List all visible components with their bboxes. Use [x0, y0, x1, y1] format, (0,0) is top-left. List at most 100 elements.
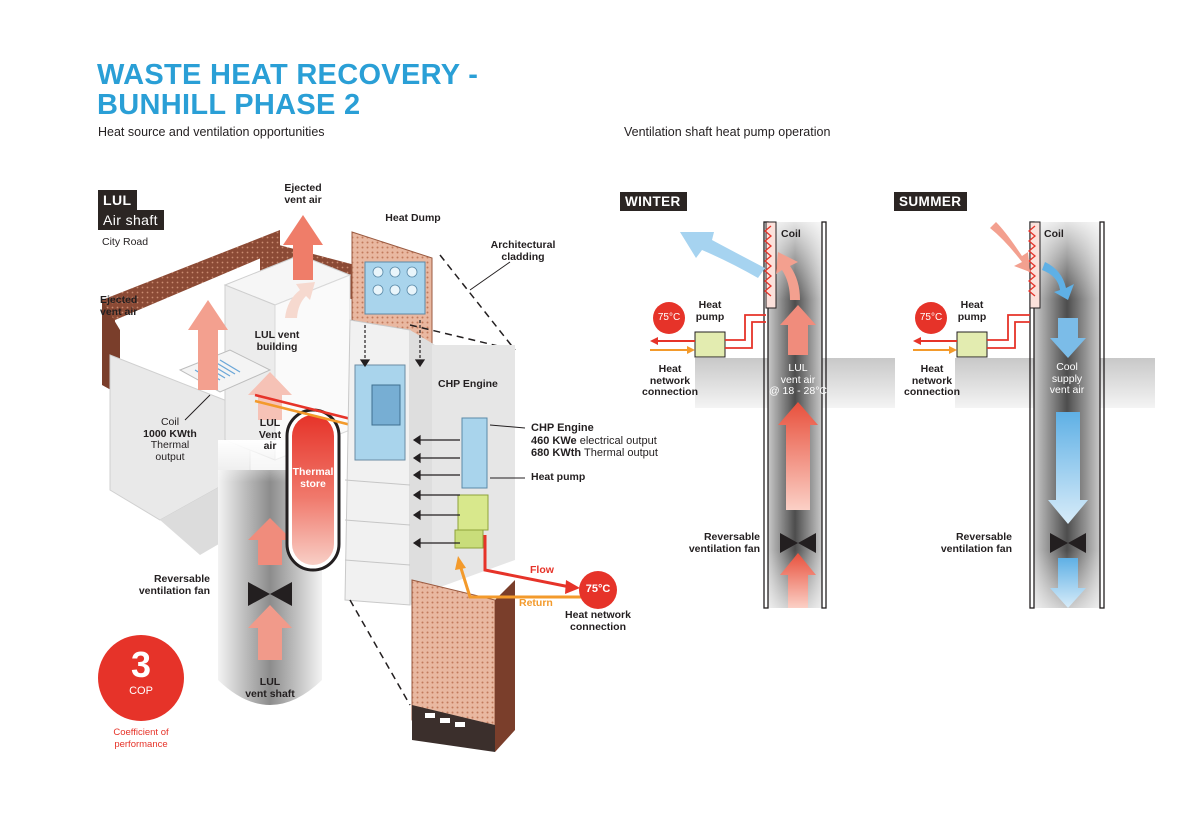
chp-engine-label: CHP Engine	[438, 378, 498, 390]
summer-heat-pump-label: Heat pump	[952, 299, 992, 323]
plant-base-side	[495, 580, 515, 752]
cop-caption: Coefficient of performance	[101, 727, 181, 750]
flow-pipe	[483, 535, 571, 589]
title-line-1: WASTE HEAT RECOVERY -	[97, 59, 479, 91]
winter-hp-line1: Heat	[698, 299, 722, 311]
lul-tag: LUL	[98, 190, 138, 210]
cop-label: COP	[129, 685, 153, 697]
flow-arrowhead	[565, 580, 580, 594]
winter-fan-icon	[780, 533, 816, 553]
summer-red-pipe	[987, 314, 1030, 341]
vent-building-line1: LUL vent	[254, 329, 300, 341]
summer-intake-red	[990, 222, 1030, 272]
ejected-arrow-left	[188, 300, 228, 390]
winter-red-pipe	[725, 314, 766, 341]
cop-caption-line2: performance	[114, 738, 168, 750]
coil-output-value: 1000 KWth	[143, 427, 197, 440]
brick-wall-left	[102, 230, 280, 365]
summer-red-pipe2	[987, 321, 1030, 349]
shaft-arrows	[248, 372, 292, 660]
heat-pump-base	[454, 529, 484, 549]
winter-ejected-blue	[680, 232, 765, 278]
heat-network-connection-label: Heat network connection	[558, 609, 638, 633]
return-pipe	[458, 564, 583, 599]
thermal-store-line2: store	[300, 477, 326, 490]
summer-hp-line1: Heat	[960, 299, 984, 311]
winter-net-red-head	[650, 337, 658, 345]
summer-air-line1: Cool	[1056, 361, 1078, 373]
left-subtitle: Heat source and ventilation opportunitie…	[98, 125, 325, 139]
vent-air-line3: air	[263, 440, 277, 452]
cladding-line1: Architectural	[490, 239, 556, 251]
return-arrowhead	[455, 556, 466, 570]
ejected-arrow-top	[283, 215, 323, 280]
chp-spec-electric-text: electrical output	[579, 434, 657, 447]
return-label: Return	[519, 597, 553, 609]
winter-temp-badge	[653, 302, 685, 334]
winter-arrow-top	[780, 305, 816, 355]
summer-coil-label: Coil	[1044, 228, 1064, 240]
ejected-top-line2: vent air	[284, 193, 322, 206]
iso-scene	[98, 215, 617, 752]
summer-arrow-bottom	[1050, 558, 1086, 608]
network-temp-value: 75°C	[585, 583, 611, 595]
vent-building-line2: building	[256, 340, 298, 353]
leader-coil	[184, 394, 211, 421]
air-shaft-tag: Air shaft	[98, 210, 164, 230]
chp-engine-stack	[461, 417, 488, 489]
cop-circle	[98, 635, 184, 721]
summer-heat-pump	[956, 331, 988, 358]
ejected-vent-air-left-label: Ejected vent air	[100, 294, 137, 318]
summer-shaft-air-label: Cool supply vent air	[1037, 361, 1097, 397]
winter-heat-pump	[694, 331, 726, 358]
summer-air-line2: supply	[1051, 372, 1083, 385]
coil-output-line2: output	[155, 450, 185, 463]
cop-value: 3	[130, 644, 152, 685]
winter-panel	[650, 221, 895, 609]
lul-vent-building-label: LUL vent building	[247, 329, 307, 353]
winter-temp-value: 75°C	[657, 312, 681, 323]
winter-fan-line2: ventilation fan	[688, 542, 760, 555]
heat-dump-label: Heat Dump	[385, 212, 441, 224]
summer-arrow-top	[1050, 318, 1086, 358]
summer-cool-curve	[1042, 262, 1074, 300]
winter-net-line3: connection	[641, 386, 698, 398]
network-line1: Heat network	[565, 609, 631, 621]
summer-hp-line2: pump	[957, 310, 987, 323]
summer-net-line1: Heat	[920, 363, 944, 375]
winter-fan-label: Reversable ventilation fan	[660, 531, 760, 555]
summer-coil-zigzag	[1027, 225, 1037, 297]
chp-engine-box	[371, 384, 401, 426]
winter-net-line2: network	[649, 374, 691, 387]
vent-air-line2: Vent	[258, 428, 282, 441]
summer-temp-value: 75°C	[919, 312, 943, 323]
ejected-vent-air-top-label: Ejected vent air	[268, 182, 338, 206]
winter-shaft-up-curve	[776, 252, 800, 300]
leader-cladding	[469, 261, 511, 291]
summer-net-red-head	[913, 337, 921, 345]
fan-left-line2: ventilation fan	[138, 584, 210, 597]
winter-net-orange-head	[687, 346, 695, 354]
heat-dump-arrows	[359, 320, 460, 549]
right-subtitle: Ventilation shaft heat pump operation	[624, 125, 831, 139]
network-temp-badge	[579, 571, 617, 609]
summer-coil	[1029, 221, 1041, 309]
vent-shaft-line1: LUL	[259, 676, 281, 688]
chp-spec-label: CHP Engine 460 KWe electrical output 680…	[531, 422, 658, 460]
summer-air-line3: vent air	[1049, 384, 1085, 396]
winter-fan-line1: Reversable	[703, 531, 760, 543]
vent-air-line1: LUL	[259, 417, 281, 429]
winter-air-line3: @ 18 - 28°C	[768, 385, 828, 397]
summer-fan-line2: ventilation fan	[940, 542, 1012, 555]
winter-red-pipe2	[725, 321, 766, 349]
summer-net-line2: network	[911, 374, 953, 387]
heat-dump-fans	[372, 266, 418, 296]
chp-spec-title: CHP Engine	[531, 422, 594, 434]
vent-shaft-line2: vent shaft	[245, 687, 295, 700]
winter-hp-line2: pump	[695, 310, 725, 323]
thermal-store-line1: Thermal	[292, 466, 334, 478]
thermal-store-tank	[292, 415, 334, 565]
architectural-cladding-label: Architectural cladding	[478, 239, 568, 263]
thermal-store-label: Thermal store	[290, 466, 336, 490]
leader-chp	[489, 424, 526, 429]
